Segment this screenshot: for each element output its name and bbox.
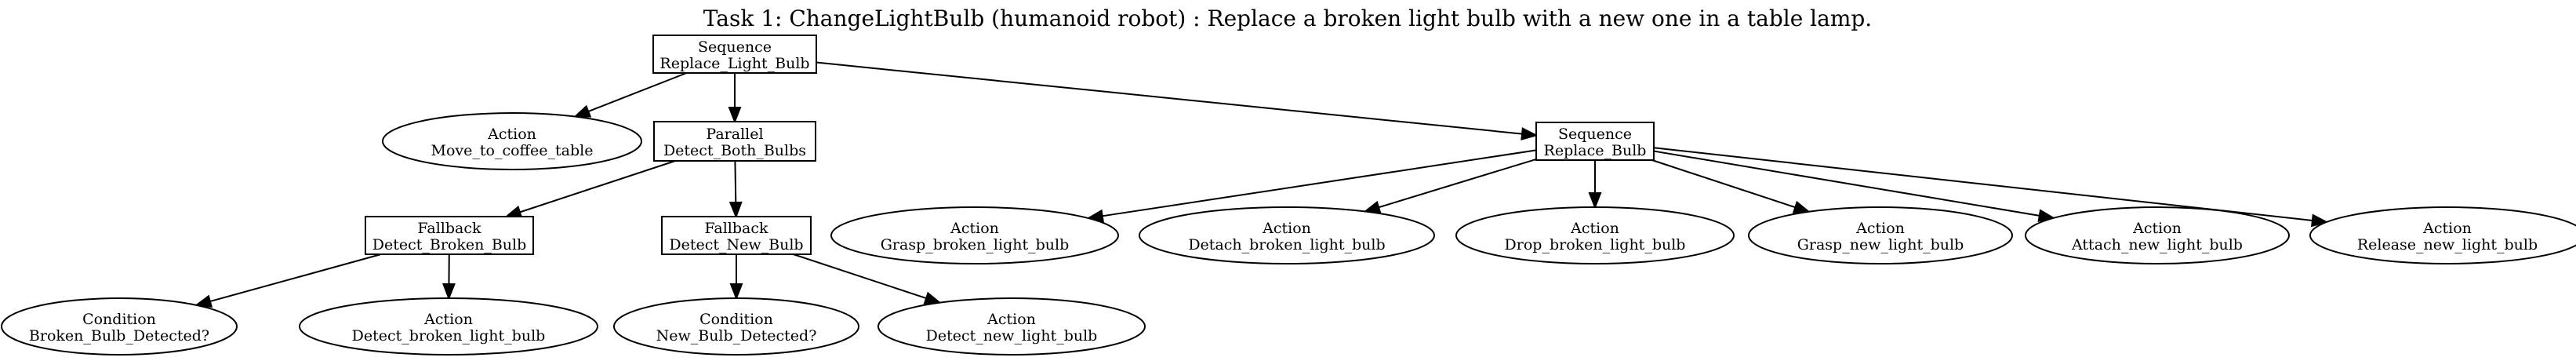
node-ellipse xyxy=(877,297,1146,356)
node-type-label: Sequence xyxy=(1558,126,1632,143)
node-type-label: Fallback xyxy=(704,220,768,237)
node-name-label: Release_new_light_bulb xyxy=(2357,236,2538,253)
node-type-label: Action xyxy=(950,220,999,237)
edge-detect-broken-bulb-to-detect-broken-light-bulb xyxy=(442,253,456,301)
edge-replace-light-bulb-to-move-to-coffee-table xyxy=(572,72,687,118)
edge-detect-broken-bulb-to-broken-bulb-detected xyxy=(194,253,382,308)
edge-replace-bulb-to-grasp-new-light-bulb xyxy=(1651,159,1811,213)
node-type-label: Condition xyxy=(82,311,156,328)
node-type-label: Action xyxy=(986,311,1036,328)
edge-detect-new-bulb-to-new-bulb-detected xyxy=(729,254,743,301)
node-name-label: Drop_broken_light_bulb xyxy=(1505,236,1686,253)
node-name-label: Grasp_broken_light_bulb xyxy=(881,236,1070,253)
edge-line xyxy=(587,72,687,112)
node-ellipse xyxy=(2309,206,2576,264)
node-type-label: Action xyxy=(1855,220,1905,237)
arrowhead xyxy=(1521,127,1539,140)
edge-line xyxy=(1651,159,1796,209)
node-ellipse xyxy=(299,297,598,356)
node-ellipse xyxy=(1,297,238,356)
node-ellipse xyxy=(613,297,859,356)
node-name-label: Detect_Broken_Bulb xyxy=(372,236,527,253)
node-type-label: Sequence xyxy=(698,38,772,56)
arrowhead xyxy=(442,283,456,301)
node-box xyxy=(661,216,812,255)
node-type-label: Parallel xyxy=(706,126,763,143)
node-name-label: New_Bulb_Detected? xyxy=(656,327,817,345)
node-name-label: Replace_Bulb xyxy=(1544,142,1647,159)
edge-line xyxy=(209,253,382,303)
edge-replace-bulb-to-drop-broken-light-bulb xyxy=(1588,160,1602,210)
node-ellipse xyxy=(1139,206,1435,264)
diagram-title: Task 1: ChangeLightBulb (humanoid robot)… xyxy=(703,5,1872,31)
node-box xyxy=(652,35,817,74)
node-ellipse xyxy=(2025,206,2290,264)
arrowhead xyxy=(572,104,592,118)
node-name-label: Detect_broken_light_bulb xyxy=(352,327,546,345)
edges-layer xyxy=(194,61,2329,308)
node-name-label: Detect_Both_Bulbs xyxy=(663,142,806,159)
node-name-label: Attach_new_light_bulb xyxy=(2071,236,2243,253)
node-type-label: Fallback xyxy=(417,220,481,237)
node-name-label: Grasp_new_light_bulb xyxy=(1797,236,1964,253)
edge-line xyxy=(816,61,1523,135)
node-name-label: Detect_New_Bulb xyxy=(669,236,803,253)
edge-line xyxy=(1653,150,2040,217)
node-box xyxy=(1535,122,1655,161)
arrowhead xyxy=(728,107,742,124)
edge-line xyxy=(734,160,737,203)
edge-replace-bulb-to-detach-broken-light-bulb xyxy=(1363,158,1537,214)
node-type-label: Action xyxy=(1262,220,1311,237)
arrowhead xyxy=(729,283,743,301)
node-ellipse xyxy=(830,206,1119,264)
node-box xyxy=(365,216,534,255)
edge-line xyxy=(519,160,676,213)
node-type-label: Condition xyxy=(699,311,773,328)
node-type-label: Action xyxy=(423,311,473,328)
edge-line xyxy=(793,253,927,299)
node-type-label: Action xyxy=(2132,220,2182,237)
edge-detect-both-bulbs-to-detect-new-bulb xyxy=(728,160,743,219)
arrowhead xyxy=(194,294,213,308)
arrowhead xyxy=(1588,192,1602,210)
nodes-layer: SequenceReplace_Light_BulbActionMove_to_… xyxy=(1,35,2576,356)
edge-replace-light-bulb-to-replace-bulb xyxy=(816,61,1539,140)
edge-replace-light-bulb-to-detect-both-bulbs xyxy=(728,73,742,124)
arrowhead xyxy=(1792,200,1811,213)
arrowhead xyxy=(728,201,743,219)
node-ellipse xyxy=(1455,206,1735,264)
arrowhead xyxy=(923,291,942,304)
edge-line xyxy=(1102,149,1537,217)
node-type-label: Action xyxy=(2422,220,2472,237)
node-ellipse xyxy=(1748,206,2013,264)
node-name-label: Move_to_coffee_table xyxy=(431,142,594,159)
node-name-label: Detach_broken_light_bulb xyxy=(1188,236,1385,253)
node-name-label: Detect_new_light_bulb xyxy=(926,327,1098,345)
node-type-label: Action xyxy=(487,126,536,143)
node-name-label: Replace_Light_Bulb xyxy=(659,55,809,72)
node-box xyxy=(653,121,816,162)
node-ellipse xyxy=(382,112,642,170)
edge-line xyxy=(1378,158,1537,209)
node-name-label: Broken_Bulb_Detected? xyxy=(29,327,209,345)
node-type-label: Action xyxy=(1570,220,1619,237)
arrowhead xyxy=(2310,213,2329,228)
